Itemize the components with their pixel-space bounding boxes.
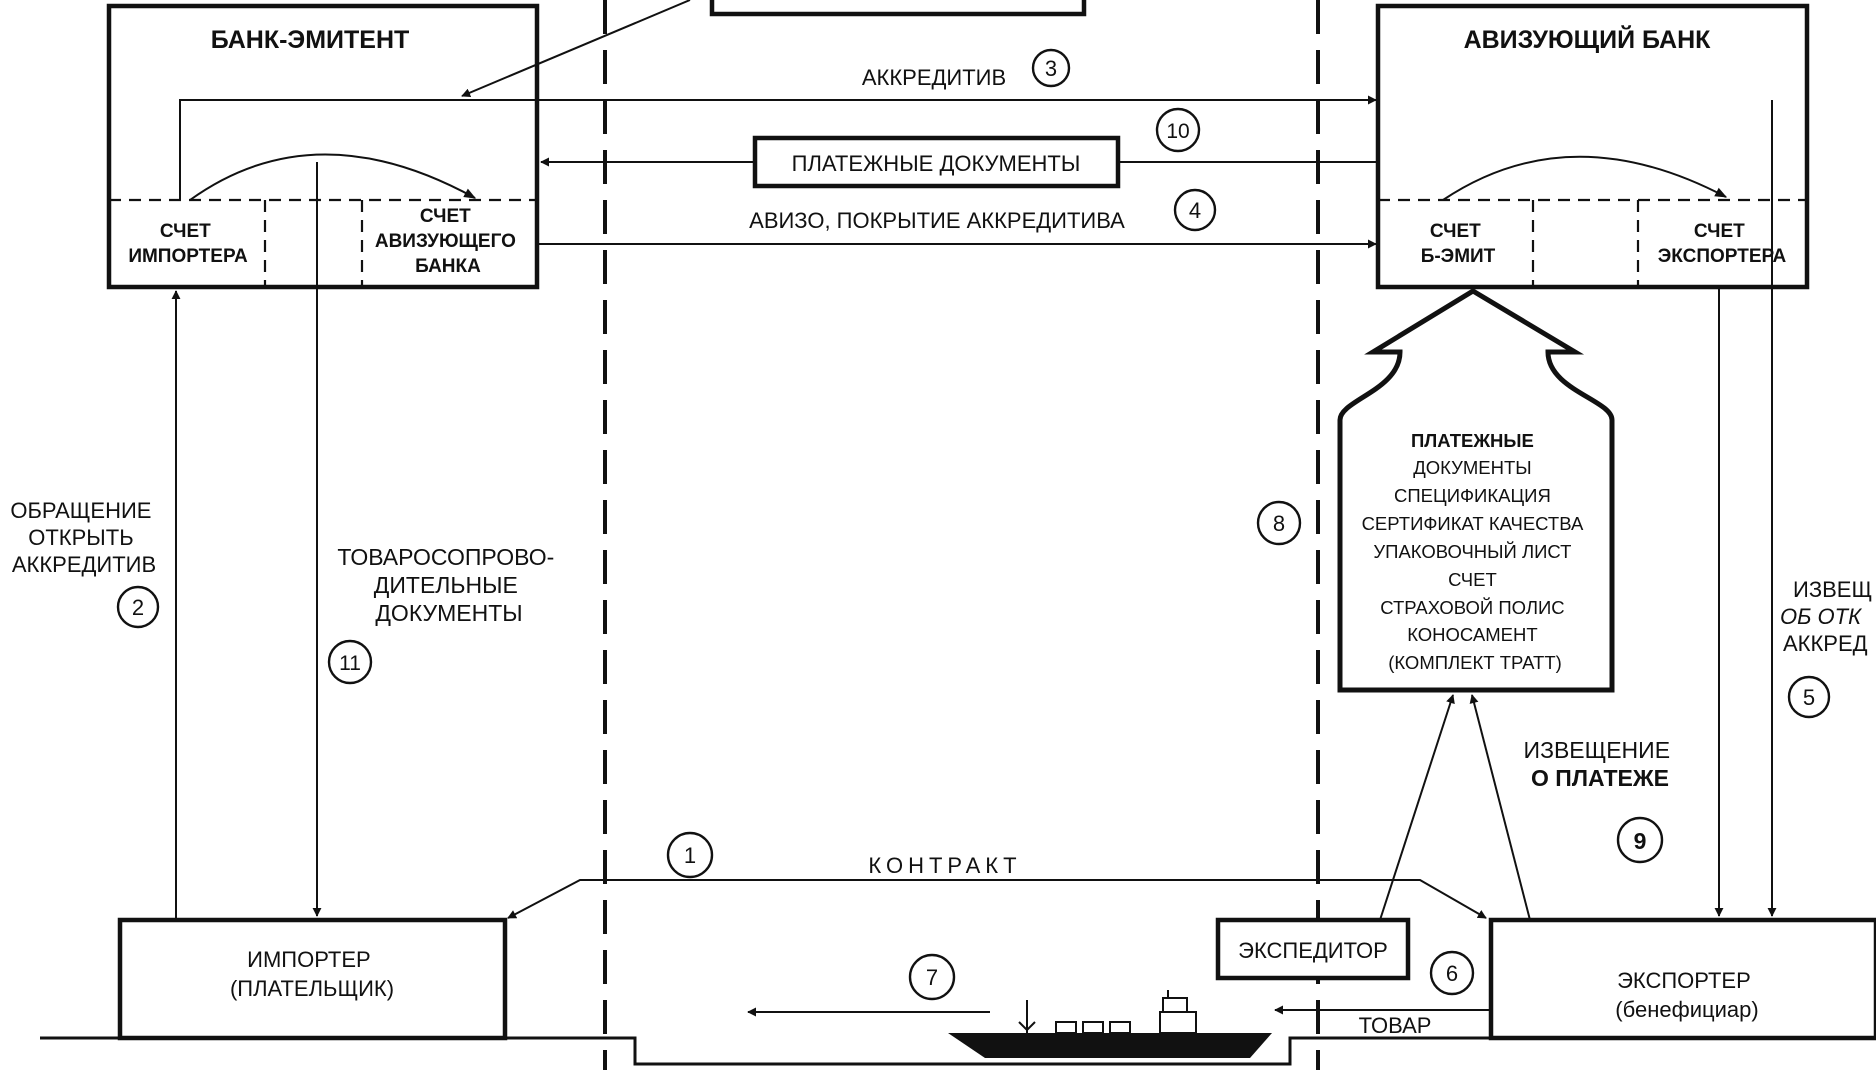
issuer-account-label: СЧЕТ Б-ЭМИТ (1421, 221, 1496, 267)
ship-icon (948, 990, 1272, 1058)
step-3-badge (1031, 48, 1071, 88)
internal-transfer-arrow-left (189, 153, 477, 201)
letter-of-credit-arrow (179, 95, 1377, 200)
exporter-label: ЭКСПОРТЕР (бенефициар) (1615, 968, 1758, 1022)
step-5-badge (1787, 675, 1831, 719)
step-6-badge (1429, 950, 1475, 996)
internal-transfer-arrow-right (1442, 155, 1728, 201)
step-1-badge (666, 831, 714, 879)
issuing-bank: БАНК-ЭМИТЕНТ СЧЕТ ИМПОРТЕРА СЧЕТ АВИЗУЮЩ… (106, 3, 540, 290)
shipping-docs-label: ТОВАРОСОПРОВО- ДИТЕЛЬНЫЕ ДОКУМЕНТЫ (337, 544, 560, 626)
advising-bank-title: АВИЗУЮЩИЙ БАНК (1464, 24, 1712, 54)
step-6-number: 6 (1446, 961, 1458, 986)
payment-notice-label: ИЗВЕЩЕНИЕ О ПЛАТЕЖЕ (1524, 737, 1677, 791)
importer-account-label: СЧЕТ ИМПОРТЕРА (128, 221, 248, 267)
step-11-number: 11 (339, 652, 361, 675)
step-2-number: 2 (132, 595, 144, 620)
ground-line (40, 1036, 1876, 1066)
advising-account-label: СЧЕТ АВИЗУЮЩЕГО БАНКА (375, 206, 521, 277)
exporter-docs-arrow (1469, 694, 1531, 921)
contract-arrow-right (1000, 879, 1487, 919)
importer-box: ИМПОРТЕР (ПЛАТЕЛЬЩИК) (117, 917, 508, 1041)
documents-arrow-shape (1337, 288, 1615, 693)
goods-label: ТОВАР (1359, 1013, 1432, 1038)
issuing-bank-title: БАНК-ЭМИТЕНТ (211, 26, 410, 54)
step-10-number: 10 (1166, 120, 1189, 143)
step-8-badge (1256, 500, 1302, 546)
notice-lc-label: ИЗВЕЩ ОБ ОТК АККРЕД (1780, 577, 1876, 656)
documents-list: ПЛАТЕЖНЫЕ ДОКУМЕНТЫ СПЕЦИФИКАЦИЯ СЕРТИФИ… (1362, 430, 1589, 673)
step-5-number: 5 (1803, 685, 1815, 710)
step-7-badge (908, 953, 956, 1001)
step-4-number: 4 (1189, 198, 1201, 223)
advice-cover-label: АВИЗО, ПОКРЫТИЕ АККРЕДИТИВА (749, 208, 1125, 233)
step-1-number: 1 (684, 843, 696, 868)
step-9-badge (1616, 816, 1664, 864)
contract-label: КОНТРАКТ (868, 853, 1021, 878)
advising-accounts-divider (1378, 198, 1807, 287)
step-9-number: 9 (1634, 828, 1647, 854)
importer-label: ИМПОРТЕР (ПЛАТЕЛЬЩИК) (230, 947, 394, 1001)
forwarder-docs-arrow (1379, 694, 1455, 921)
request-open-lc-label: ОБРАЩЕНИЕ ОТКРЫТЬ АККРЕДИТИВ (10, 498, 157, 577)
payment-documents-label: ПЛАТЕЖНЫЕ ДОКУМЕНТЫ (792, 151, 1081, 176)
step-10-badge (1155, 107, 1201, 153)
step-11-badge (327, 639, 373, 685)
contract-arrow-left (507, 879, 1000, 919)
forwarder-box: ЭКСПЕДИТОР (1215, 917, 1411, 981)
step-2-badge (116, 585, 160, 629)
forwarder-label: ЭКСПЕДИТОР (1238, 938, 1388, 963)
payment-documents-box (752, 135, 1121, 189)
incoming-diagonal-arrow (461, 0, 691, 98)
step-3-number: 3 (1045, 56, 1057, 81)
step-4-badge (1173, 188, 1217, 232)
letter-of-credit-label: АККРЕДИТИВ (862, 65, 1006, 90)
advising-bank: АВИЗУЮЩИЙ БАНК СЧЕТ Б-ЭМИТ СЧЕТ ЭКСПОРТЕ… (1375, 3, 1810, 290)
top-partial-box (709, 0, 1087, 17)
exporter-account-label: СЧЕТ ЭКСПОРТЕРА (1658, 221, 1787, 267)
step-8-number: 8 (1273, 511, 1285, 536)
exporter-box: ЭКСПОРТЕР (бенефициар) (1488, 917, 1876, 1041)
step-7-number: 7 (926, 965, 938, 990)
